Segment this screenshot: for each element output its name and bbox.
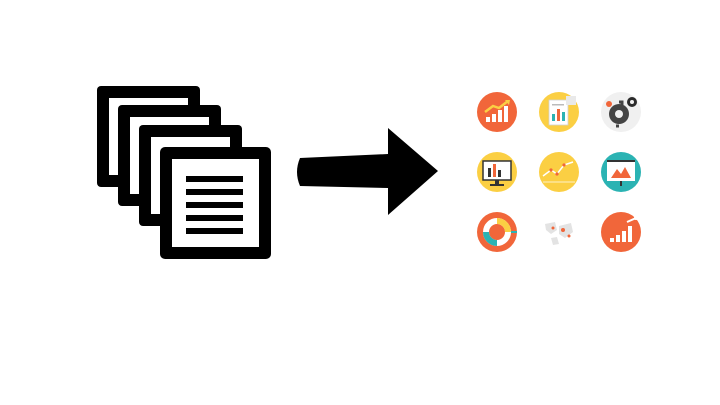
growth-chart-icon <box>475 90 519 134</box>
document-page-front <box>160 147 271 259</box>
line-graph-icon <box>537 150 581 194</box>
world-map-icon <box>537 210 581 254</box>
presentation-screen-icon <box>599 150 643 194</box>
rising-bar-chart-icon <box>599 210 643 254</box>
monitor-bar-chart-icon <box>475 150 519 194</box>
document-text-lines <box>186 176 243 234</box>
donut-chart-icon <box>475 210 519 254</box>
report-document-icon <box>537 90 581 134</box>
gear-settings-icon <box>599 90 643 134</box>
